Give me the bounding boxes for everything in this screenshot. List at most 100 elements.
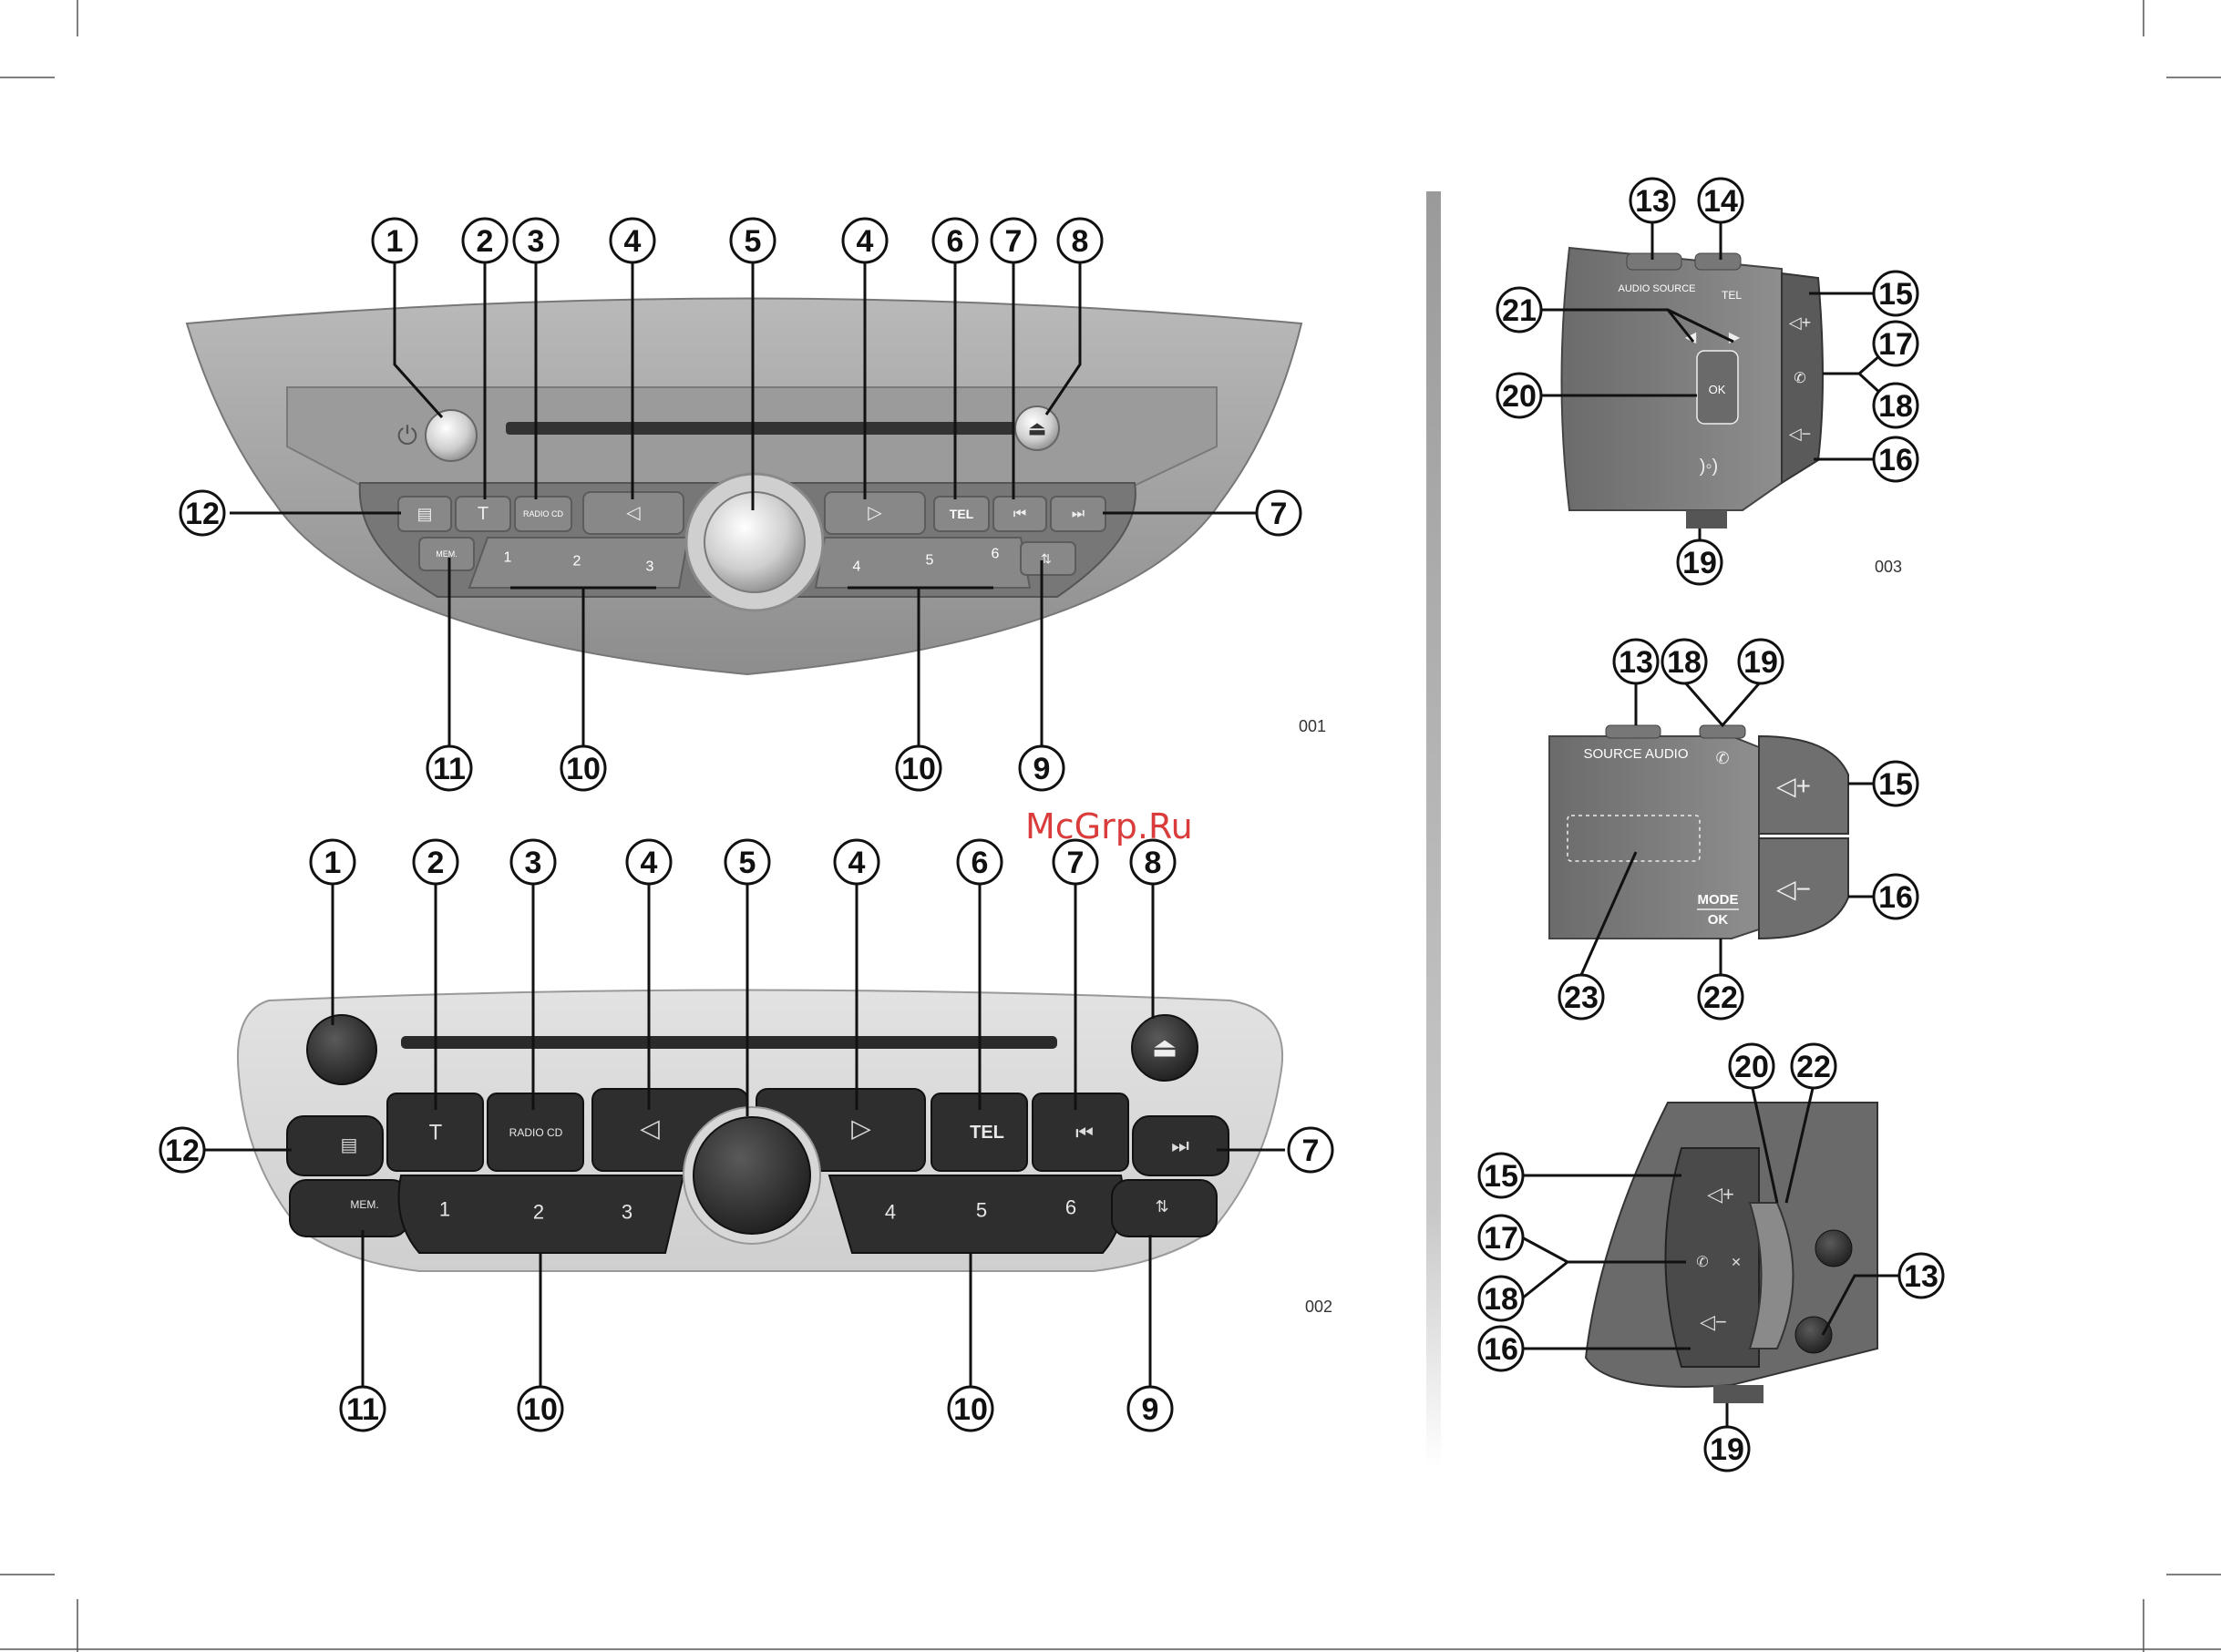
callout-number: 22 (1703, 980, 1738, 1015)
source-audio-button[interactable] (1605, 724, 1661, 739)
callout-fig3-16: 16 (1872, 436, 1919, 483)
steering-remote-3: ◁+ ✆ ✕ ◁− (1584, 1102, 1878, 1403)
callout-fig1-3: 3 (512, 217, 560, 264)
source-button-up[interactable] (1815, 1229, 1853, 1267)
callout-number: 2 (427, 846, 445, 880)
watermark: McGrp.Ru (1025, 806, 1193, 847)
eject-button[interactable] (1014, 405, 1060, 451)
info-button-2[interactable] (286, 1115, 384, 1176)
callout-number: 4 (857, 224, 874, 259)
radio-cd-label: RADIO CD (523, 509, 564, 518)
callout-number: 8 (1072, 224, 1089, 259)
preset-4-label-2: 4 (885, 1201, 896, 1224)
scan-button[interactable] (1020, 541, 1076, 576)
mute-icon: ✕ (1731, 1255, 1742, 1269)
callout-number: 14 (1703, 184, 1738, 219)
fig1-callouts (230, 260, 1258, 752)
callout-fig4-16: 16 (1872, 873, 1919, 920)
callout-fig5-13: 13 (1897, 1252, 1945, 1299)
tel-remote-button[interactable] (1694, 252, 1742, 271)
phone-icon: ✆ (1794, 371, 1805, 386)
speaker-minus-icon: ◁− (1789, 425, 1811, 443)
callout-number: 23 (1564, 980, 1599, 1015)
callout-number: 10 (953, 1392, 988, 1427)
thumbwheel-area[interactable] (1567, 815, 1701, 862)
callout-number: 13 (1904, 1259, 1938, 1294)
radio-unit-2: ⏏ ▤ T RADIO CD ◁ ▷ TEL ⏮ ⏭ MEM. 1 2 3 (237, 989, 1284, 1272)
left-arrow-icon: ◁ (640, 1114, 660, 1143)
callout-fig1-10: 10 (895, 744, 942, 792)
callout-number: 8 (1145, 846, 1162, 880)
prev-track-button-2[interactable] (1032, 1093, 1129, 1172)
callout-number: 15 (1878, 767, 1913, 802)
callout-number: 1 (324, 846, 342, 880)
selection-wheel[interactable] (1696, 350, 1739, 425)
callout-number: 19 (1682, 546, 1717, 580)
speaker-plus-icon: ◁+ (1789, 313, 1811, 332)
callout-number: 16 (1878, 443, 1913, 477)
callout-number: 7 (1302, 1134, 1320, 1168)
volume-knob-2[interactable] (693, 1116, 811, 1235)
preset-group-left (468, 537, 690, 589)
callout-fig5-19: 19 (1703, 1425, 1751, 1472)
mem-button-2[interactable] (289, 1179, 409, 1237)
callout-fig3-14: 14 (1697, 177, 1744, 224)
callout-number: 10 (566, 752, 601, 786)
callout-fig1-9: 9 (1018, 744, 1065, 792)
callout-fig3-18: 18 (1872, 382, 1919, 429)
callout-fig1-4: 4 (841, 217, 889, 264)
callout-number: 11 (433, 752, 466, 786)
source-button-down[interactable] (1794, 1316, 1833, 1354)
callout-number: 15 (1484, 1159, 1518, 1194)
callout-fig1-6: 6 (931, 217, 979, 264)
preset-5-label: 5 (926, 553, 934, 569)
scan-button-2[interactable] (1111, 1179, 1218, 1237)
ok-label: OK (1709, 383, 1726, 396)
callout-number: 13 (1635, 184, 1670, 219)
figure-code-2: 002 (1305, 1298, 1332, 1316)
tel-remote-label: TEL (1722, 289, 1742, 302)
radio-unit-1: ⏻ ⏏ ▤ T RADIO CD ◁ ▷ TEL ⏮ ⏭ MEM. (185, 297, 1303, 676)
callout-number: 3 (528, 224, 545, 259)
tel-label-2: TEL (970, 1123, 1004, 1143)
power-knob[interactable] (425, 409, 478, 462)
callout-number: 12 (185, 497, 220, 531)
callout-number: 21 (1502, 293, 1537, 328)
callout-fig3-21: 21 (1496, 286, 1543, 333)
callout-fig1-8: 8 (1056, 217, 1104, 264)
mem-button[interactable] (418, 537, 475, 571)
right-arrow-icon: ▷ (851, 1114, 871, 1143)
power-knob-2[interactable] (306, 1014, 377, 1085)
callout-number: 16 (1484, 1332, 1518, 1367)
callout-number: 7 (1067, 846, 1085, 880)
speaker-minus-icon: ◁− (1776, 875, 1811, 903)
right-arrow-button[interactable] (824, 491, 926, 535)
callout-fig1-12: 12 (179, 489, 226, 537)
radio-cd-button-2[interactable] (487, 1093, 584, 1172)
preset-4-label: 4 (853, 559, 861, 575)
callout-fig5-22: 22 (1790, 1042, 1837, 1090)
volume-knob[interactable] (704, 491, 806, 593)
prev-track-button[interactable] (992, 496, 1047, 532)
tel-button[interactable] (933, 496, 990, 532)
radio-cd-button[interactable] (514, 496, 572, 532)
callout-fig2-10: 10 (517, 1385, 564, 1432)
prev-track-icon: ⏮ (1075, 1122, 1094, 1144)
callout-number: 4 (624, 224, 642, 259)
preset-2-label: 2 (573, 554, 581, 569)
audio-source-button[interactable] (1626, 252, 1682, 271)
callout-fig3-20: 20 (1496, 372, 1543, 419)
callout-number: 4 (641, 846, 658, 880)
callout-fig2-10: 10 (947, 1385, 994, 1432)
text-icon: T (478, 504, 488, 524)
callout-fig1-7: 7 (1255, 489, 1302, 537)
text-button[interactable] (455, 496, 511, 532)
mem-label: MEM. (436, 549, 458, 559)
prev-track-icon: ⏮ (1013, 507, 1026, 522)
next-track-button-2[interactable] (1132, 1115, 1229, 1176)
callout-number: 18 (1667, 645, 1702, 680)
eject-button-2[interactable] (1131, 1014, 1198, 1082)
preset-2-label-2: 2 (533, 1201, 544, 1224)
callout-fig4-23: 23 (1558, 973, 1605, 1021)
